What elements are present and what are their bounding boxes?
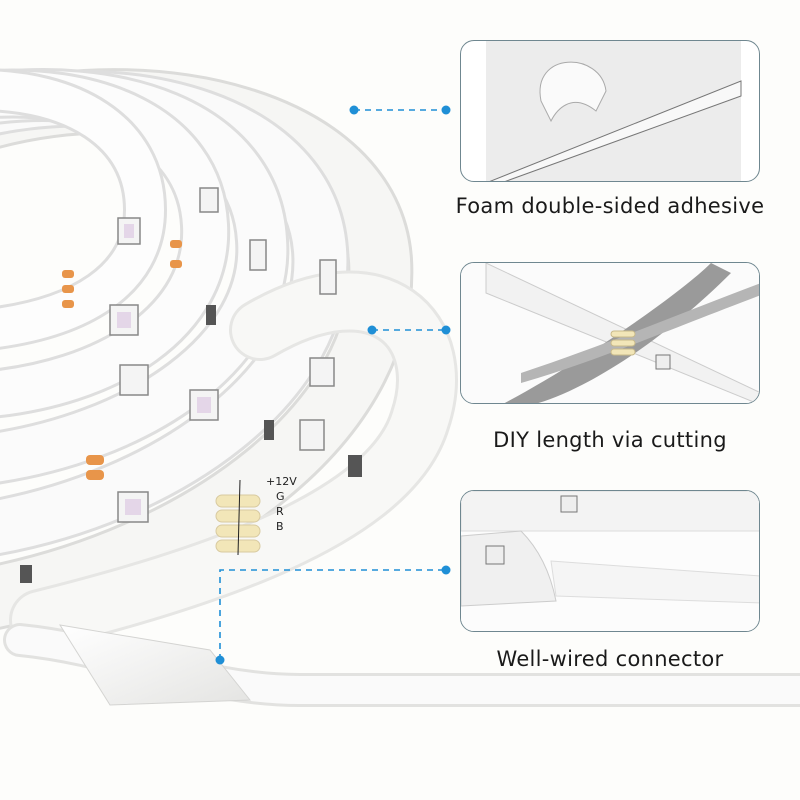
feature-label-adhesive: Foam double-sided adhesive [455, 194, 765, 218]
feature-label-cutting: DIY length via cutting [493, 428, 727, 452]
connector-photo-panel [460, 490, 760, 632]
strip-print-labels: +12V G R B [266, 474, 297, 534]
blue-label: B [276, 520, 284, 533]
green-label: G [276, 490, 285, 503]
voltage-label: +12V [266, 475, 297, 488]
adhesive-tape-icon [486, 41, 742, 181]
adhesive-photo-panel [460, 40, 760, 182]
scissors-cut-icon [461, 263, 759, 403]
connector-icon [461, 491, 759, 631]
red-label: R [276, 505, 284, 518]
cutting-photo-panel [460, 262, 760, 404]
feature-label-connector: Well-wired connector [496, 647, 724, 671]
